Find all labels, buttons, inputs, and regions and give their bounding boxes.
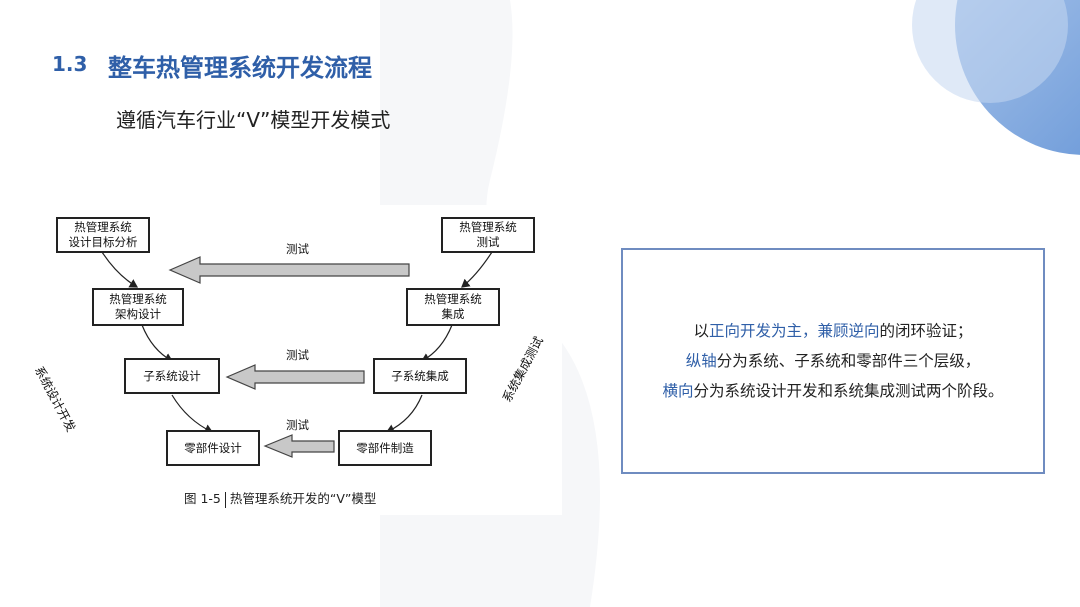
box-component-design: 零部件设计 [166,430,260,466]
box-system-integration: 热管理系统 集成 [406,288,500,326]
connector-left-3 [171,394,214,434]
summary-callout: 以正向开发为主，兼顾逆向的闭环验证； 纵轴分为系统、子系统和零部件三个层级， 横… [621,248,1045,474]
figure-caption: 图 1-5 热管理系统开发的“V”模型 [184,488,376,508]
v-model-figure: 热管理系统 设计目标分析 热管理系统 测试 热管理系统 架构设计 热管理系统 集… [32,205,562,515]
connector-right-3 [385,394,423,434]
box-subsystem-integration: 子系统集成 [373,358,467,394]
page-title: 整车热管理系统开发流程 [108,54,372,82]
connector-left-1 [101,251,139,288]
caption-text: 热管理系统开发的“V”模型 [229,491,377,506]
caption-number: 图 1-5 [184,491,221,506]
connector-right-1 [461,251,493,288]
arrow-label-top: 测试 [286,242,309,256]
box-target-analysis: 热管理系统 设计目标分析 [56,217,150,253]
v-model-connectors [101,251,493,458]
test-arrow-middle [225,364,365,390]
box-component-manufacture: 零部件制造 [338,430,432,466]
test-arrow-top [168,256,410,284]
page-subtitle: 遵循汽车行业“V”模型开发模式 [116,108,391,132]
connector-right-2 [420,324,453,362]
connector-left-2 [141,324,174,362]
callout-line-3: 横向分为系统设计开发和系统集成测试两个阶段。 [662,382,1004,400]
arrow-label-bottom: 测试 [286,418,309,432]
box-system-test: 热管理系统 测试 [441,217,535,253]
callout-line-2: 纵轴分为系统、子系统和零部件三个层级， [685,352,981,370]
box-architecture-design: 热管理系统 架构设计 [92,288,184,326]
callout-line-1: 以正向开发为主，兼顾逆向的闭环验证； [693,322,973,340]
test-arrow-bottom [263,434,335,458]
box-subsystem-design: 子系统设计 [124,358,220,394]
arrow-label-middle: 测试 [286,348,309,362]
section-number: 1.3 [52,52,88,76]
